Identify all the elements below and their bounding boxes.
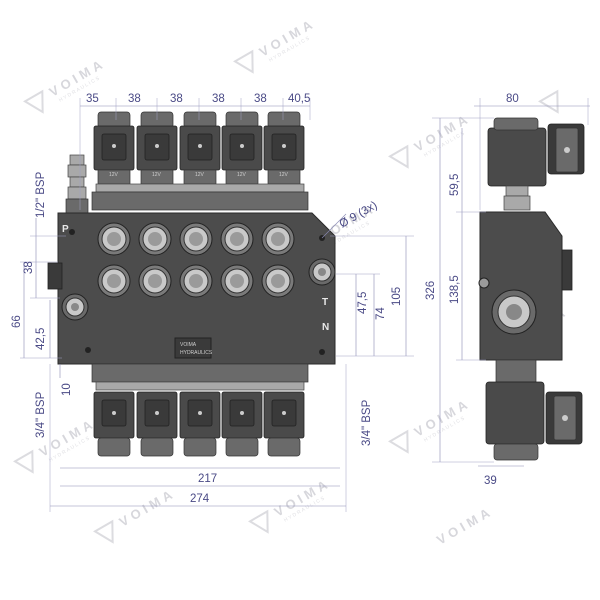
coil-label: 12V: [109, 172, 119, 178]
dim-top-38b: 38: [170, 93, 183, 105]
port-plug-right: [308, 258, 336, 286]
plate-line2: HYDRAULICS: [180, 350, 213, 356]
port-label-n: N: [322, 322, 329, 333]
dim-66: 66: [11, 315, 23, 328]
top-coils: 12V 12V 12V: [91, 111, 309, 211]
side-view: [478, 117, 585, 461]
name-plate: VOIMA HYDRAULICS: [174, 337, 213, 359]
front-view: 12V 12V 12V: [47, 111, 336, 457]
dim-217: 217: [198, 473, 217, 485]
coil-label: 12V: [279, 172, 289, 178]
side-port: [491, 289, 537, 335]
port-label-t: T: [322, 297, 328, 308]
dim-59-5: 59,5: [449, 174, 461, 196]
dim-47-5: 47,5: [357, 292, 369, 314]
dim-top-38c: 38: [212, 93, 225, 105]
dim-39: 39: [484, 475, 497, 487]
port-plug-left: [61, 293, 89, 321]
coil-label: 12V: [237, 172, 247, 178]
dim-port-bottom-right: 3/4" BSP: [361, 399, 373, 446]
dim-port-top: 1/2" BSP: [35, 171, 47, 218]
dim-port-bottom-left: 3/4" BSP: [35, 391, 47, 438]
dim-top-35: 35: [86, 93, 99, 105]
dim-top-40-5: 40,5: [288, 93, 310, 105]
dimension-labels: 35 38 38 38 38 40,5 80 1/2" BSP 38 66 42…: [11, 93, 519, 505]
plate-line1: VOIMA: [180, 342, 197, 348]
p-port-fitting: [65, 154, 89, 214]
dimension-lines: [20, 98, 590, 512]
dim-38: 38: [23, 261, 35, 274]
spool-caps: [97, 222, 295, 298]
dim-326: 326: [425, 281, 437, 300]
dim-274: 274: [190, 493, 210, 505]
watermark-brand: VOIMA: [434, 503, 496, 547]
dim-105: 105: [391, 287, 403, 306]
dim-42-5: 42,5: [35, 328, 47, 350]
dim-top-38a: 38: [128, 93, 141, 105]
bottom-coils: [91, 363, 309, 457]
mounting-hole: [85, 347, 91, 353]
mounting-hole: [69, 229, 75, 235]
dim-top-38d: 38: [254, 93, 267, 105]
side-bottom-coil: [485, 359, 583, 461]
dim-74: 74: [375, 307, 387, 320]
dim-138-5: 138,5: [449, 275, 461, 304]
side-top-coil: [487, 117, 585, 211]
coil-label: 12V: [195, 172, 205, 178]
side-body: [479, 211, 563, 361]
dim-10: 10: [61, 383, 73, 396]
watermark-brand: VOIMA: [117, 485, 179, 529]
dim-side-80: 80: [506, 93, 519, 105]
port-label-p: P: [62, 224, 69, 235]
coil-label: 12V: [152, 172, 162, 178]
mounting-hole: [319, 349, 325, 355]
